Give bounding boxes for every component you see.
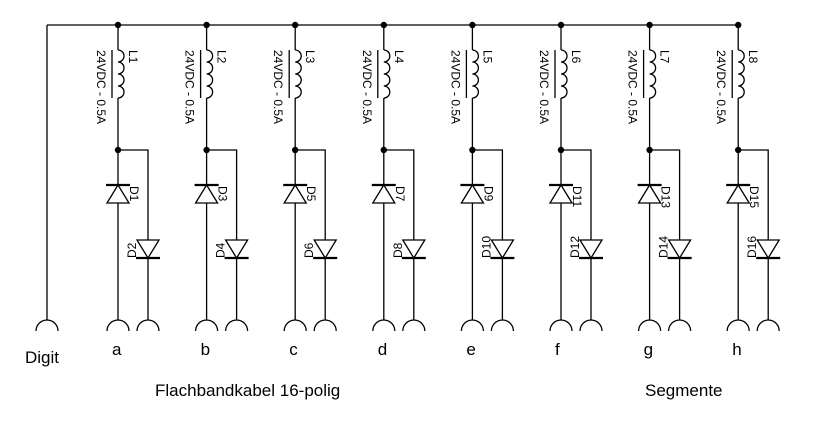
diode-D16	[756, 239, 781, 260]
pin-label: g	[644, 340, 653, 359]
diode-D3	[194, 183, 219, 204]
pin-label: e	[466, 340, 475, 359]
inductor-rating: 24VDC - 0.5A	[360, 50, 374, 124]
diode-label: D3	[216, 186, 230, 202]
connector-pin	[136, 319, 160, 332]
diode-label: D13	[659, 186, 673, 208]
pin-label: b	[201, 340, 210, 359]
inductor-rating: 24VDC - 0.5A	[183, 50, 197, 124]
inductor-rating: 24VDC - 0.5A	[537, 50, 551, 124]
connector-pin	[756, 319, 780, 332]
connector-pin	[372, 319, 396, 332]
diode-label: D8	[391, 242, 405, 258]
diode-D2	[135, 239, 161, 260]
inductor-rating: 24VDC - 0.5A	[94, 50, 108, 124]
diode-label: D12	[568, 236, 582, 258]
inductor-rating: 24VDC - 0.5A	[714, 50, 728, 124]
diode-label: D14	[657, 236, 671, 258]
diode-D7	[371, 183, 396, 204]
junction-dot	[469, 146, 476, 154]
inductor-L1	[117, 49, 125, 99]
diode-D1	[105, 183, 131, 204]
inductor-label: L6	[569, 50, 583, 64]
connector-pin	[667, 319, 692, 332]
inductor-label: L2	[215, 50, 229, 64]
diode-D9	[460, 183, 485, 204]
connector-pin	[549, 319, 573, 332]
pin-label: d	[378, 340, 387, 359]
common-bus	[35, 24, 741, 332]
digit-label: Digit	[25, 348, 59, 367]
inductor-label: L4	[392, 50, 406, 64]
diode-label: D7	[393, 186, 407, 202]
inductor-rating: 24VDC - 0.5A	[626, 50, 640, 124]
connector-pin	[106, 319, 130, 332]
inductor-L7	[649, 49, 657, 99]
inductor-rating: 24VDC - 0.5A	[271, 50, 285, 124]
connector-pin	[637, 319, 662, 332]
diode-D10	[490, 239, 515, 260]
pin-label: c	[289, 340, 298, 359]
pin-label: h	[732, 340, 741, 359]
diode-D8	[401, 239, 426, 260]
connector-pin	[490, 319, 515, 332]
diode-label: D9	[481, 186, 495, 202]
diode-D13	[637, 183, 662, 204]
inductor-L4	[383, 49, 391, 99]
connector-pin	[283, 319, 307, 332]
pin-label: a	[112, 340, 122, 359]
digit-connector	[35, 319, 59, 332]
connector-pin	[579, 319, 603, 332]
inductor-L8	[738, 49, 745, 99]
segments-label: Segmente	[645, 381, 723, 400]
diode-label: D2	[125, 242, 139, 258]
diode-label: D1	[127, 186, 141, 202]
diode-D5	[283, 183, 308, 204]
diode-label: D4	[214, 242, 228, 258]
diode-D11	[548, 183, 574, 204]
diode-label: D15	[747, 186, 761, 208]
inductor-L2	[206, 49, 214, 99]
inductor-L3	[295, 49, 302, 99]
inductor-label: L3	[303, 50, 317, 64]
inductor-rating: 24VDC - 0.5A	[448, 50, 462, 124]
connector-pin	[460, 319, 485, 332]
connector-pin	[402, 319, 426, 332]
connector-pin	[224, 319, 249, 332]
diode-D14	[667, 239, 692, 260]
connector-pin	[313, 319, 337, 332]
diode-label: D11	[570, 186, 584, 207]
inductor-label: L7	[658, 50, 672, 64]
diode-D6	[313, 239, 338, 260]
diode-label: D10	[479, 236, 493, 258]
inductor-label: L8	[746, 50, 760, 64]
diode-D12	[578, 239, 604, 260]
inductor-label: L5	[480, 50, 494, 64]
pin-label: f	[555, 340, 560, 359]
inductor-L6	[560, 49, 568, 99]
connector-pin	[194, 319, 219, 332]
cable-label: Flachbandkabel 16-polig	[155, 381, 340, 400]
diode-label: D6	[302, 242, 316, 258]
diode-label: D5	[304, 186, 318, 202]
diode-D4	[224, 239, 249, 260]
inductor-L5	[472, 49, 480, 99]
inductor-label: L1	[126, 50, 140, 64]
connector-pin	[726, 319, 750, 332]
diode-label: D16	[745, 236, 759, 258]
diode-D15	[726, 183, 751, 204]
